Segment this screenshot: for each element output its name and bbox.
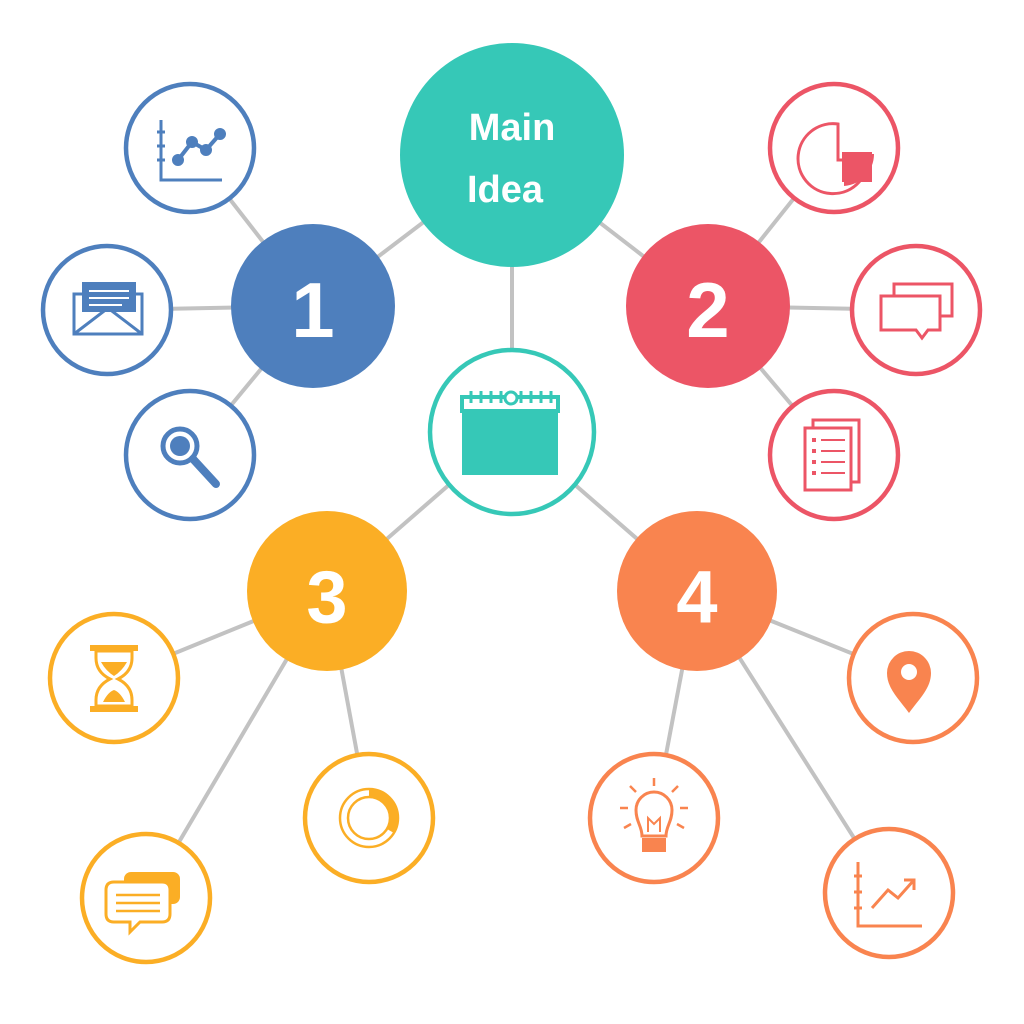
donut-chart-icon [338,787,400,849]
branch-4-hub [617,511,777,671]
magnifier-icon [160,426,220,488]
branch-2-label: 2 [686,266,729,354]
envelope-icon [72,282,144,336]
light-bulb-icon [620,778,688,852]
branch-4: 4 [587,511,980,960]
branch-1: 1 [40,81,395,522]
pie-chart-icon [796,122,874,196]
document-list-icon [803,418,861,492]
main-idea-circle [400,43,624,267]
branch-1-label: 1 [291,266,334,354]
branch-3: 3 [47,511,436,965]
main-idea-line2: Idea [467,169,544,211]
speech-bubbles-icon [879,282,954,341]
main-idea-line1: Main [469,107,556,149]
branch-1-leaf-a [123,81,257,215]
branch-2: 2 [626,81,983,522]
branch-3-label: 3 [306,556,347,639]
center-node [427,347,597,517]
map-pin-icon [887,651,931,713]
branch-4-label: 4 [676,556,717,639]
branch-3-hub [247,511,407,671]
chat-bubbles-icon [104,872,180,936]
line-chart-icon [157,120,226,182]
branch-1-hub [231,224,395,388]
branch-2-hub [626,224,790,388]
main-idea-node: Main Idea [400,43,624,267]
branch-3-leaf-b [302,751,436,885]
branch-4-leaf-c [822,826,956,960]
hourglass-icon [90,645,138,712]
calendar-icon [460,390,560,475]
growth-chart-icon [854,862,922,928]
